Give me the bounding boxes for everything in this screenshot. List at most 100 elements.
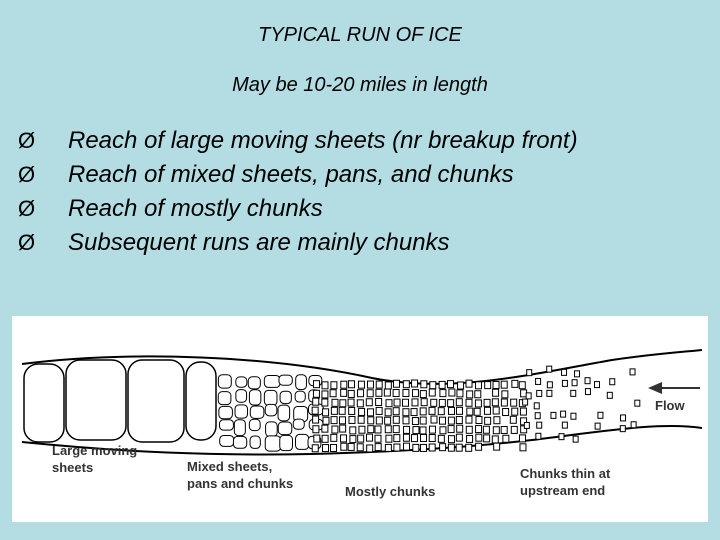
ice-chunk [446,380,454,389]
ice-chunk [484,416,492,425]
ice-chunk [455,416,463,425]
ice-chunk [402,380,410,389]
ice-chunk [546,389,553,397]
ice-chunk [392,379,400,388]
ice-chunk [321,434,329,443]
ice-chunk [501,390,509,399]
ice-chunk [492,388,500,397]
ice-chunk [429,381,437,390]
ice-chunk [312,415,320,424]
ice-chunk [493,416,501,425]
ice-chunk [448,435,456,444]
ice-chunk [536,389,543,397]
ice-chunk [570,412,577,420]
ice-chunk [339,424,347,433]
ice-pan [279,434,294,452]
ice-chunk [410,434,418,443]
ice-chunk [465,379,473,388]
ice-chunk [340,442,348,451]
ice-chunk [411,398,419,407]
ice-chunk [367,416,375,425]
ice-chunk [518,381,526,390]
ice-chunk [535,377,542,385]
ice-chunk [331,398,339,407]
ice-chunk [366,444,374,453]
ice-pan [277,404,291,422]
ice-chunk [375,416,383,425]
ice-chunk [330,406,338,415]
ice-run-svg: Large moving sheets Mixed sheets, pans a… [21,349,703,499]
ice-chunk [419,416,427,425]
ice-chunk [447,443,455,452]
ice-chunk [584,388,591,396]
label-chunks-thin-1: Chunks thin at [520,466,611,481]
ice-chunk [392,389,400,398]
ice-pan [249,405,265,419]
ice-pan [234,404,249,419]
ice-chunk [475,433,483,442]
ice-chunk [466,407,474,416]
ice-chunk [329,389,337,398]
bullet-item: Ø Subsequent runs are mainly chunks [18,226,578,260]
ice-chunk [322,444,330,453]
label-large-moving-1: Large moving [52,443,137,458]
ice-chunk [375,388,383,397]
ice-chunk [348,406,356,415]
ice-chunk [523,421,530,429]
ice-chunk [500,398,508,407]
ice-chunk [365,398,373,407]
ice-chunk [502,434,510,443]
ice-chunk [597,411,604,419]
ice-chunk [438,380,446,389]
ice-chunk [384,425,392,434]
ice-chunk [392,415,400,424]
ice-chunk [571,379,578,387]
ice-chunk [411,417,419,426]
ice-chunk [402,408,410,417]
ice-chunk [594,422,601,430]
ice-chunk [574,370,581,378]
ice-chunk [465,415,473,424]
ice-chunk [348,415,356,424]
ice-pan [295,433,310,450]
ice-chunk [437,407,445,416]
ice-chunk [492,426,500,435]
ice-chunk [447,425,455,434]
ice-chunk [455,398,463,407]
ice-chunk [340,388,348,397]
ice-chunk [357,380,365,389]
ice-chunks [23,359,641,453]
ice-chunk [475,425,483,434]
ice-chunk [500,380,508,389]
ice-chunk [482,425,490,434]
ice-chunk [428,425,436,434]
ice-pan [248,418,261,432]
ice-pan [219,434,235,447]
ice-sheet [127,359,185,443]
ice-chunk [420,398,428,407]
ice-chunk [584,377,591,385]
ice-chunk [492,381,500,390]
label-mixed-1: Mixed sheets, [187,459,272,474]
ice-chunk [630,421,637,429]
ice-chunk [367,425,375,434]
bullet-text: Reach of mostly chunks [68,195,323,222]
arrow-bullet-icon: Ø [18,162,36,187]
ice-pan [232,435,248,449]
ice-chunk [519,407,527,416]
ice-chunk [385,434,393,443]
ice-chunk [533,402,540,410]
ice-chunk [439,416,447,425]
ice-pan [263,374,281,388]
ice-chunk [412,443,420,452]
bullet-list: Ø Reach of large moving sheets (nr break… [18,124,578,260]
ice-chunk [375,397,383,406]
ice-chunk [358,407,366,416]
ice-chunk [457,381,465,390]
ice-chunk [339,399,347,408]
ice-chunk [322,408,330,417]
ice-chunk [447,416,455,425]
ice-chunk [525,392,532,400]
ice-pan [218,405,233,420]
ice-chunk [366,389,374,398]
